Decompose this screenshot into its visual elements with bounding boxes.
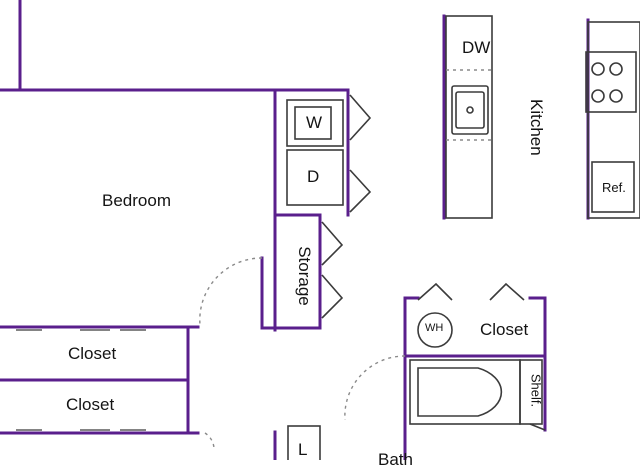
- bathtub-basin: [417, 367, 503, 417]
- vanity: [287, 425, 321, 460]
- burner-icon: [609, 62, 623, 76]
- room-label-storage: Storage: [295, 246, 314, 306]
- vanity-label: L: [298, 440, 308, 459]
- bathtub: [409, 359, 521, 425]
- dishwasher-label: DW: [462, 38, 491, 57]
- bifold-door: [321, 221, 344, 266]
- bifold-door: [349, 94, 372, 141]
- washer-door: [294, 106, 332, 140]
- dashed-lines: [199, 69, 492, 449]
- refrigerator-label: Ref.: [602, 180, 626, 195]
- fixture-outlines: [286, 15, 640, 460]
- dryer: [286, 149, 344, 206]
- bifold-doors: [321, 94, 546, 431]
- burner-icon: [591, 62, 605, 76]
- kitchen-counter: [445, 15, 493, 219]
- washer: [286, 99, 344, 147]
- bifold-door: [321, 274, 344, 319]
- door-swing: [204, 432, 215, 449]
- room-label-kitchen: Kitchen: [527, 99, 546, 156]
- walls: [0, 0, 590, 460]
- refrigerator: [591, 161, 635, 213]
- burner-icon: [591, 89, 605, 103]
- door-swing: [199, 257, 263, 326]
- kitchen-sink-basin: [455, 91, 485, 129]
- kitchen-sink: [451, 85, 489, 135]
- door-leaf: [529, 423, 546, 431]
- room-label-closet-2: Closet: [66, 395, 115, 414]
- room-label-closet-1: Closet: [68, 344, 117, 363]
- sink-drain-icon: [466, 106, 474, 114]
- room-label-closet-bath: Closet: [480, 320, 529, 339]
- bifold-door: [417, 282, 453, 301]
- room-label-bedroom: Bedroom: [102, 191, 171, 210]
- floor-plan: [0, 0, 640, 460]
- dryer-label: D: [307, 167, 320, 186]
- kitchen-side-counter: [587, 21, 640, 219]
- door-swing: [344, 355, 406, 421]
- slider-marks: [16, 329, 146, 431]
- water-heater-label: WH: [425, 322, 444, 334]
- bifold-door: [349, 169, 372, 213]
- burner-icon: [609, 89, 623, 103]
- water-heater: [417, 312, 453, 348]
- bifold-door: [489, 282, 525, 301]
- room-label-bath: Bath: [378, 450, 413, 469]
- stove: [585, 51, 637, 113]
- washer-label: W: [306, 113, 323, 132]
- shelf-label: Shelf.: [528, 373, 544, 408]
